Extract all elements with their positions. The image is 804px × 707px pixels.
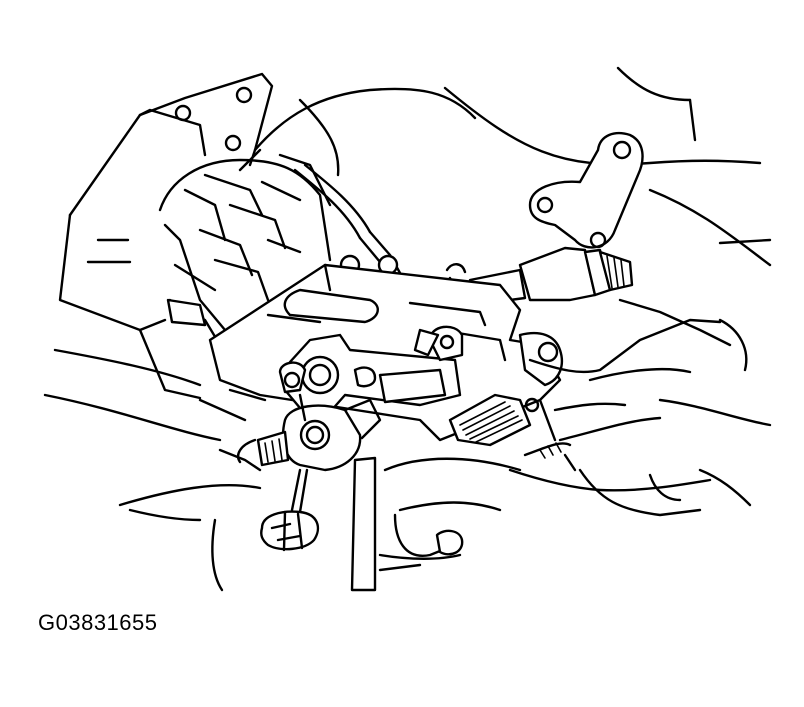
heat-sink-fins <box>448 393 572 459</box>
jack-head <box>256 398 382 472</box>
body-panel-upper-left <box>58 72 274 332</box>
underbody-lines <box>43 298 772 592</box>
adjuster-knob-icon <box>260 510 320 552</box>
floor-tunnel-contour <box>253 66 772 267</box>
figure-code-label: G03831655 <box>38 610 158 635</box>
mount-bracket <box>528 131 644 249</box>
jack-post <box>236 393 377 592</box>
jack-clamp-assembly <box>278 325 464 414</box>
